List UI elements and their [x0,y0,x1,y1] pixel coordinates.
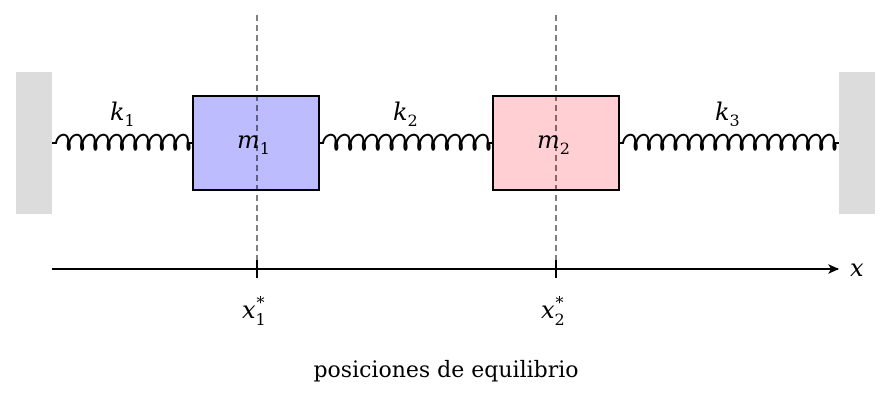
label-m1: m1 [237,126,270,158]
label-k1-base: k [110,98,125,126]
mass-m2-block [492,95,620,191]
label-x1-base: x [242,296,256,324]
label-m1-sub: 1 [260,139,270,158]
label-k2: k2 [393,98,418,130]
spring-k3 [619,133,839,151]
spring-k1 [52,133,193,151]
label-x2-base: x [541,296,555,324]
label-k2-base: k [393,98,408,126]
label-k3-base: k [715,98,730,126]
mass-m1-block [192,95,320,191]
label-m2-sub: 2 [560,139,570,158]
label-k1: k1 [110,98,135,130]
axis-label-x: x [850,254,864,282]
label-k3-sub: 3 [730,111,740,130]
label-x2-sub: 2 [555,310,565,329]
left-wall [16,72,52,214]
label-k2-sub: 2 [408,111,418,130]
label-m2: m2 [537,126,570,158]
caption: posiciones de equilibrio [313,358,578,383]
label-x2-star: x*2 [541,293,565,329]
label-m1-base: m [237,126,260,154]
right-wall [839,72,875,214]
label-k1-sub: 1 [125,111,135,130]
spring-k2 [319,133,493,151]
label-m2-base: m [537,126,560,154]
label-x1-sup: * [257,293,265,312]
label-x1-star: x*1 [242,293,266,329]
label-x2-sup: * [556,293,564,312]
label-x1-sub: 1 [256,310,266,329]
label-k3: k3 [715,98,740,130]
